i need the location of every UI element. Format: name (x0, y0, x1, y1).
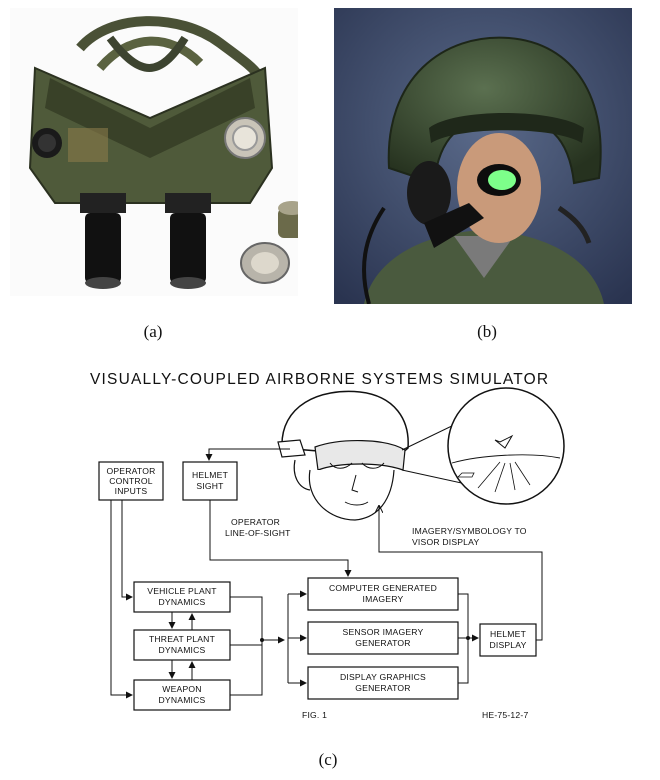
sensor-imagery-generator-box (307, 621, 459, 655)
operator-los-label: LINE-OF-SIGHT (225, 528, 291, 538)
figure-number-label: FIG. 1 (302, 710, 327, 720)
helmet-display-box (479, 623, 537, 657)
operator-control-inputs-label: OPERATOR (106, 466, 155, 476)
weapon-dynamics-label: DYNAMICS (159, 695, 206, 705)
weapon-dynamics-box (133, 679, 231, 711)
computer-generated-imagery-label: IMAGERY (363, 594, 404, 604)
pilot-head-illustration (277, 390, 409, 521)
vcass-block-diagram: VISUALLY-COUPLED AIRBORNE SYSTEMS SIMULA… (90, 371, 565, 720)
weapon-dynamics-label: WEAPON (162, 684, 201, 694)
helmet-mounted-display-photo (334, 8, 632, 304)
vehicle-plant-dynamics-label: DYNAMICS (159, 597, 206, 607)
imagery-symbology-label: IMAGERY/SYMBOLOGY TO (412, 526, 527, 536)
helmet-sight-label: HELMET (192, 470, 229, 480)
caption-a: (a) (143, 322, 163, 341)
sensor-imagery-generator-label: GENERATOR (355, 638, 410, 648)
vehicle-plant-dynamics-box (133, 581, 231, 613)
helmet-display-label: HELMET (490, 629, 527, 639)
threat-plant-dynamics-label: THREAT PLANT (149, 634, 216, 644)
helmet-sight-label: SIGHT (196, 481, 224, 491)
vehicle-plant-dynamics-label: VEHICLE PLANT (147, 586, 217, 596)
aircraft-symbol-icon (494, 434, 514, 449)
operator-control-inputs-box (98, 461, 164, 501)
computer-generated-imagery-label: COMPUTER GENERATED (329, 583, 437, 593)
caption-c: (c) (318, 750, 338, 769)
night-vision-goggles-photo (10, 8, 298, 296)
sensor-imagery-generator-label: SENSOR IMAGERY (343, 627, 424, 637)
helmet-display-label: DISPLAY (489, 640, 526, 650)
display-graphics-generator-label: DISPLAY GRAPHICS (340, 672, 426, 682)
operator-control-inputs-label: INPUTS (115, 486, 148, 496)
diagram-title: VISUALLY-COUPLED AIRBORNE SYSTEMS SIMULA… (90, 371, 549, 388)
threat-plant-dynamics-label: DYNAMICS (159, 645, 206, 655)
computer-generated-imagery-box (307, 577, 459, 611)
operator-los-label: OPERATOR (231, 517, 280, 527)
display-graphics-generator-label: GENERATOR (355, 683, 410, 693)
operator-control-inputs-label: CONTROL (109, 476, 152, 486)
imagery-symbology-label: VISOR DISPLAY (412, 537, 479, 547)
drawing-reference-label: HE-75-12-7 (482, 710, 528, 720)
caption-b: (b) (477, 322, 497, 341)
